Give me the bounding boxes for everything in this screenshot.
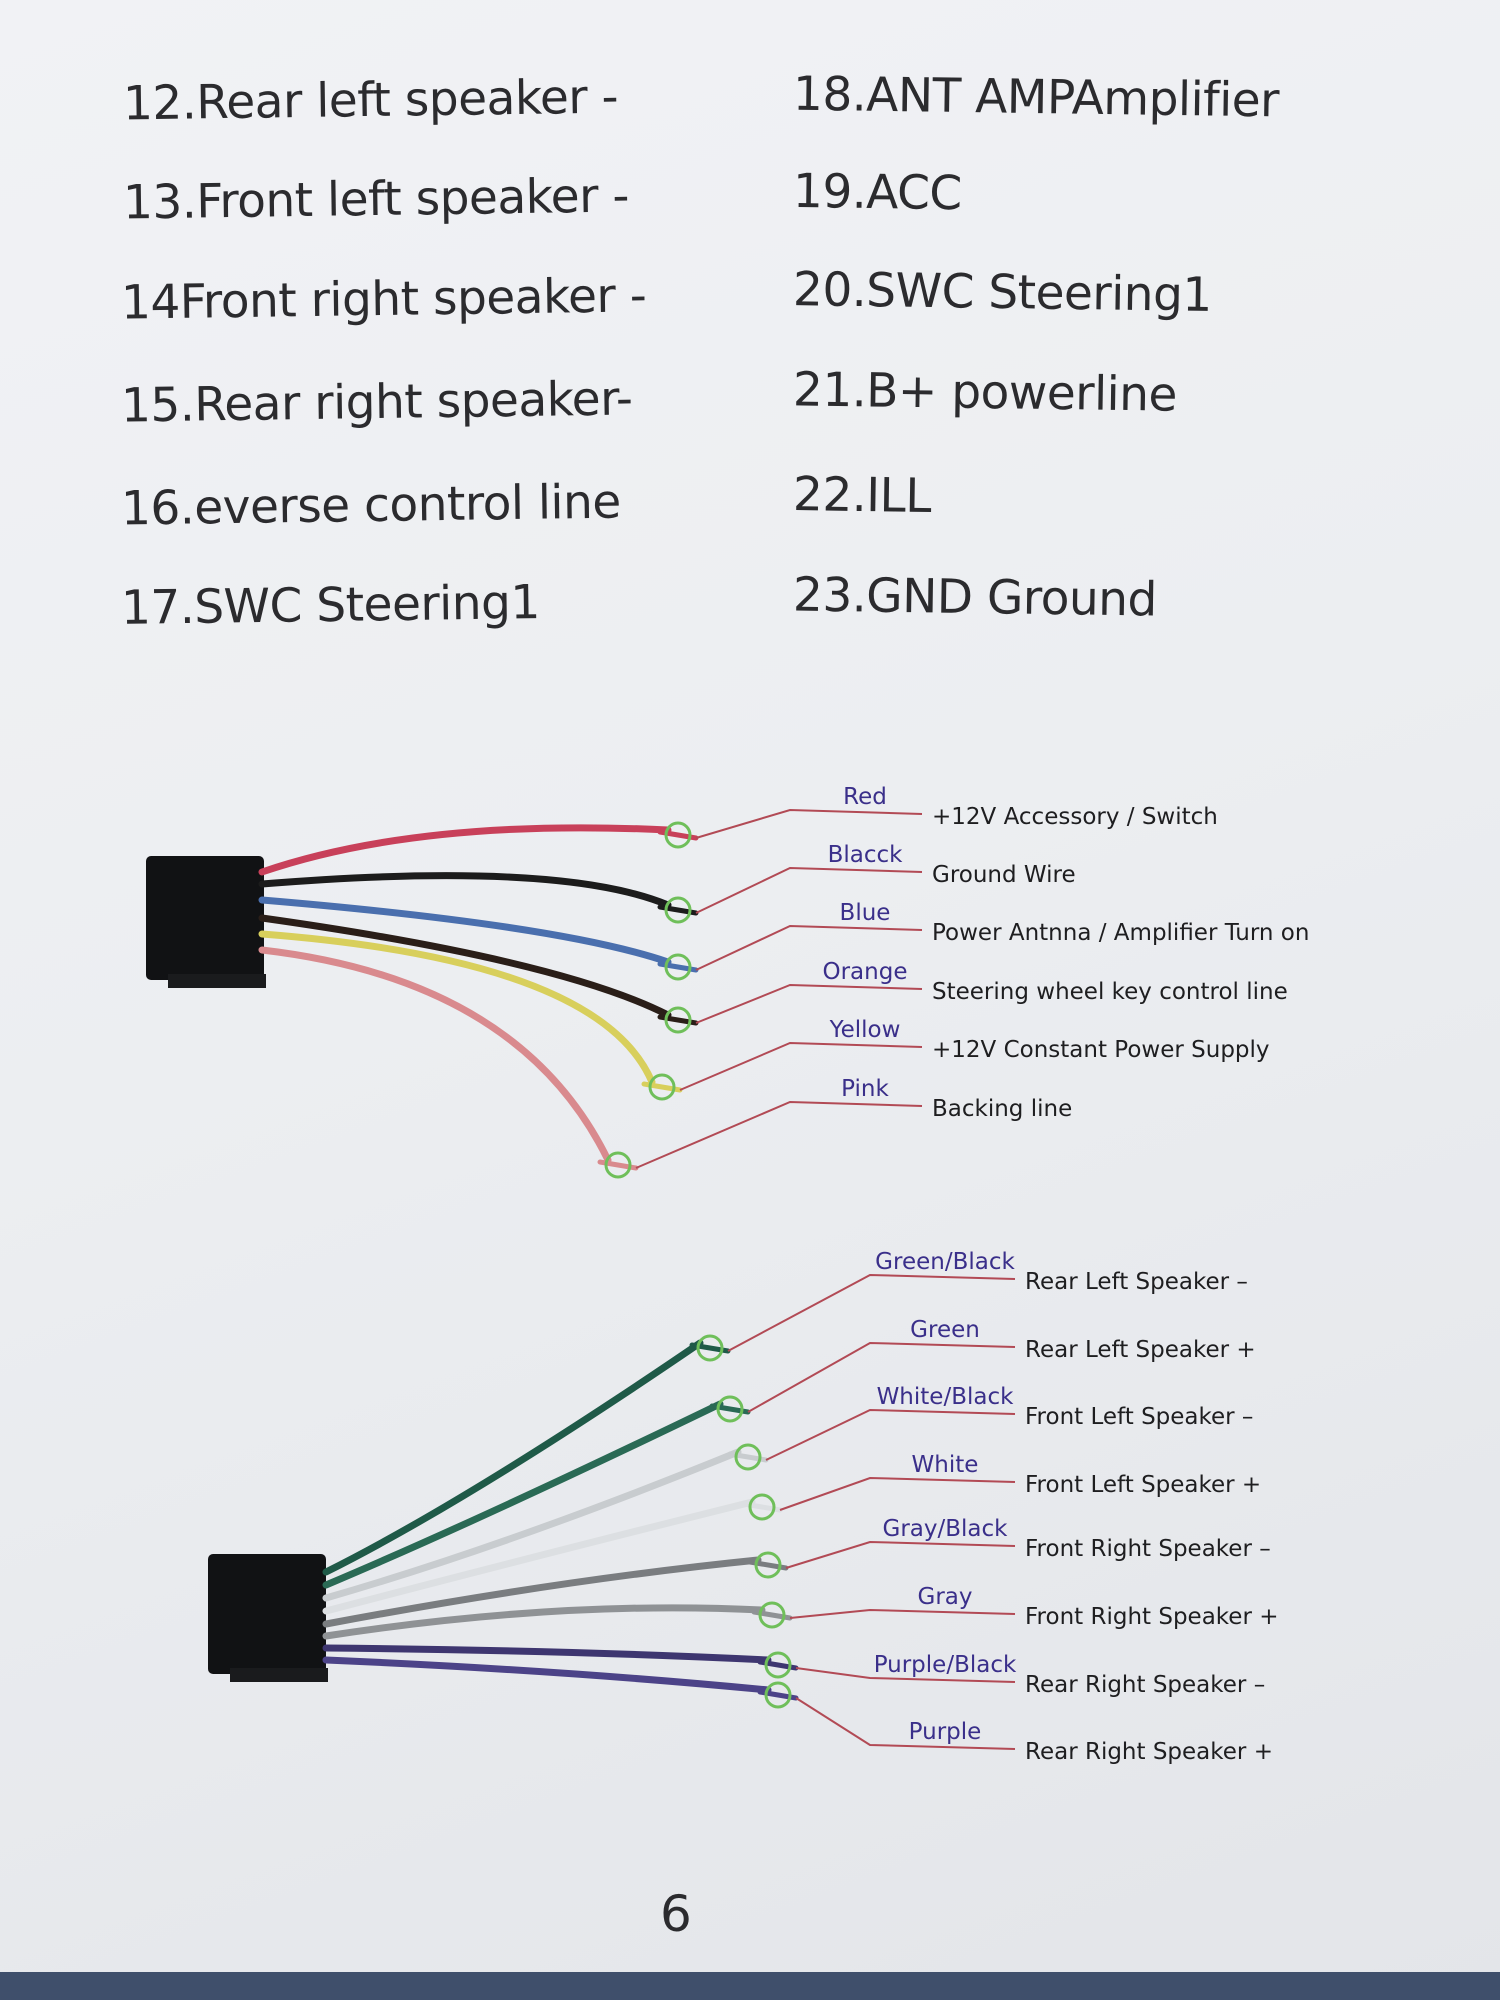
power-function-label-3: Steering wheel key control line (932, 979, 1288, 1005)
speaker-ring-5 (758, 1601, 786, 1629)
page-number: 6 (660, 1885, 692, 1943)
speaker-function-label-6: Rear Right Speaker – (1025, 1672, 1265, 1698)
power-ring-5 (604, 1151, 632, 1179)
power-leader-0 (695, 808, 923, 839)
power-wire-3 (258, 914, 672, 1019)
power-leader-5 (635, 1100, 923, 1169)
power-color-label-3: Orange (823, 959, 908, 985)
speaker-leader-0 (727, 1273, 1016, 1352)
power-leader-2 (695, 924, 923, 971)
speaker-ring-6 (764, 1651, 792, 1679)
power-wire-4 (258, 930, 656, 1086)
speaker-ring-1 (716, 1395, 744, 1423)
speaker-ring-7 (764, 1681, 792, 1709)
power-function-label-1: Ground Wire (932, 862, 1076, 888)
speaker-function-label-1: Rear Left Speaker + (1025, 1337, 1256, 1363)
speaker-color-label-1: Green (910, 1317, 980, 1343)
speaker-connector-block (208, 1554, 326, 1674)
speaker-leader-3 (779, 1476, 1016, 1511)
power-function-label-5: Backing line (932, 1096, 1072, 1122)
power-ring-0 (664, 821, 692, 849)
speaker-function-label-2: Front Left Speaker – (1025, 1404, 1253, 1430)
speaker-color-label-0: Green/Black (875, 1249, 1015, 1275)
speaker-color-label-5: Gray (918, 1584, 973, 1610)
speaker-color-label-6: Purple/Black (874, 1652, 1017, 1678)
speaker-leader-5 (789, 1608, 1016, 1619)
speaker-color-label-7: Purple (909, 1719, 982, 1745)
speaker-color-label-2: White/Black (877, 1384, 1015, 1410)
speaker-function-label-5: Front Right Speaker + (1025, 1604, 1279, 1630)
speaker-function-label-7: Rear Right Speaker + (1025, 1739, 1273, 1765)
speaker-function-label-0: Rear Left Speaker – (1025, 1269, 1248, 1295)
power-color-label-1: Blacck (828, 842, 904, 868)
speaker-leader-1 (747, 1341, 1016, 1413)
power-connector-tab (168, 974, 266, 988)
speaker-function-label-3: Front Left Speaker + (1025, 1472, 1261, 1498)
speaker-wire-6 (322, 1644, 772, 1664)
speaker-ring-4 (754, 1551, 782, 1579)
speaker-wire-5 (322, 1604, 766, 1640)
power-connector-block (146, 856, 264, 980)
speaker-leader-4 (785, 1540, 1016, 1569)
speaker-color-label-3: White (912, 1452, 979, 1478)
power-ring-1 (664, 896, 692, 924)
speaker-wire-4 (322, 1556, 762, 1628)
speaker-connector-tab (230, 1668, 328, 1682)
speaker-leader-6 (795, 1667, 1016, 1683)
power-leader-3 (695, 983, 923, 1024)
speaker-ring-3 (748, 1493, 776, 1521)
power-wire-5 (258, 946, 612, 1164)
power-function-label-4: +12V Constant Power Supply (932, 1037, 1270, 1063)
speaker-leader-7 (795, 1697, 1016, 1750)
power-color-label-4: Yellow (829, 1017, 901, 1043)
power-wire-1 (258, 872, 672, 909)
power-ring-3 (664, 1006, 692, 1034)
speaker-wire-3 (322, 1498, 756, 1615)
speaker-wire-2 (322, 1448, 742, 1602)
speaker-wire-7 (322, 1656, 772, 1694)
speaker-wire-1 (322, 1400, 724, 1589)
power-color-label-0: Red (843, 784, 887, 810)
power-ring-2 (664, 953, 692, 981)
power-ring-4 (648, 1073, 676, 1101)
page-bottom-edge (0, 1972, 1500, 2000)
speaker-wire-0 (322, 1339, 704, 1576)
power-color-label-2: Blue (840, 900, 891, 926)
power-function-label-0: +12V Accessory / Switch (932, 804, 1218, 830)
speaker-color-label-4: Gray/Black (883, 1516, 1009, 1542)
power-leader-4 (679, 1041, 923, 1091)
speaker-leader-2 (765, 1408, 1016, 1461)
power-function-label-2: Power Antnna / Amplifier Turn on (932, 920, 1309, 946)
speaker-ring-0 (696, 1334, 724, 1362)
speaker-function-label-4: Front Right Speaker – (1025, 1536, 1271, 1562)
power-color-label-5: Pink (841, 1076, 889, 1102)
power-leader-1 (695, 866, 923, 914)
speaker-ring-2 (734, 1443, 762, 1471)
power-wire-2 (258, 896, 672, 966)
power-wire-0 (258, 824, 672, 876)
